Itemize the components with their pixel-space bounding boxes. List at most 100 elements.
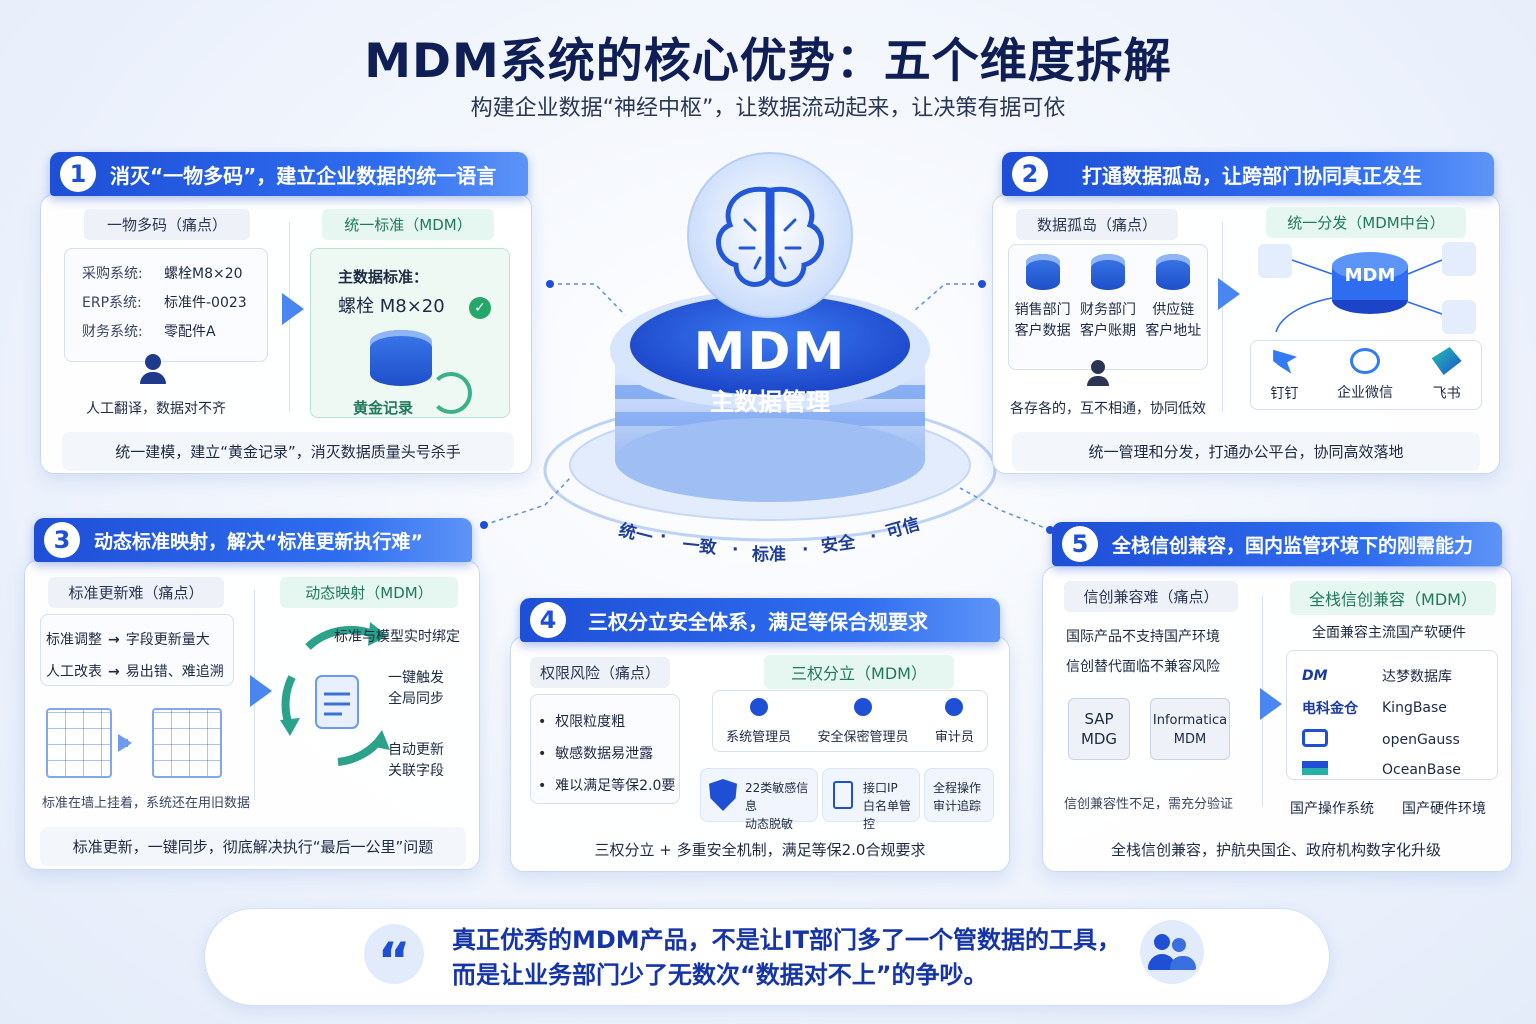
cycle-step-1: 标准与模型实时绑定 [334, 629, 460, 645]
system-row: 财务系统:零配件A [82, 324, 216, 340]
page-subtitle: 构建企业数据“神经中枢”，让数据流动起来，让决策有据可依 [470, 96, 1066, 121]
table-icon [152, 708, 222, 778]
feishu-app[interactable]: 飞书 [1431, 347, 1462, 403]
security-officer-icon [853, 697, 872, 716]
dingtalk-app[interactable]: 钉钉 [1270, 347, 1298, 403]
card-3-pain-box [40, 614, 234, 686]
card-4-footer: 三权分立 + 多重安全机制，满足等保2.0合规要求 [594, 841, 926, 859]
legacy-note: 信创兼容性不足，需充分验证 [1064, 797, 1234, 812]
card-3-number: 3 [44, 522, 80, 558]
silo-database: 财务部门客户账期 [1076, 254, 1140, 342]
quote-line-2: 而是让业务部门少了无数次“数据对不上”的争吵。 [452, 961, 988, 989]
mdm-subtitle: 主数据管理 [710, 388, 830, 416]
card-1-mdm-label: 统一标准（MDM） [322, 209, 494, 240]
card-4-header: 4 三权分立安全体系，满足等保合规要求 [520, 598, 1000, 642]
card-1-systems-box [64, 248, 268, 362]
hw-tag: 国产硬件环境 [1402, 801, 1486, 817]
document-icon [833, 781, 853, 809]
silo-database: 供应链客户地址 [1141, 254, 1205, 342]
card-1-title: 消灭“一物多码”，建立企业数据的统一语言 [110, 163, 497, 188]
mdm-hub-label: MDM [1344, 265, 1396, 286]
database-icon [1156, 254, 1191, 290]
oceanbase-logo [1302, 761, 1382, 779]
monitor-icon [1442, 242, 1476, 276]
card-3-title: 动态标准映射，解决“标准更新执行难” [94, 530, 423, 553]
shield-check-icon [709, 779, 737, 811]
wecom-app[interactable]: 企业微信 [1337, 348, 1393, 402]
ring-dot: · [732, 540, 738, 560]
center-mdm-hub: 统一 · 一致 · 标准 · 安全 · 可信 MDM 主数据管理 [540, 150, 1000, 580]
ring-dot: · [870, 527, 876, 547]
feature-desensitize: 22类敏感信息动态脱敏 [700, 768, 818, 831]
opengauss-logo [1302, 729, 1382, 751]
quote-line-1: 真正优秀的MDM产品，不是让IT部门多了一个管数据的工具， [452, 926, 1121, 954]
monitor-icon [1442, 300, 1476, 334]
system-row: 采购系统:螺栓M8×20 [82, 266, 243, 282]
quote-icon: “ [364, 924, 424, 990]
card-1-person-note: 人工翻译，数据对不齐 [86, 401, 226, 417]
vendor-list [1286, 650, 1498, 780]
cycle-step-2: 一键触发 全局同步 [388, 670, 444, 707]
card-5-title: 全栈信创兼容，国内监管环境下的刚需能力 [1112, 534, 1474, 557]
sync-arrows-icon [430, 372, 472, 414]
standard-value: 螺栓 M8×20 [338, 296, 445, 317]
card-4-number: 4 [530, 602, 566, 638]
risk-item: • 难以满足等保2.0要 [538, 778, 676, 794]
card-4-risk-box [530, 694, 680, 804]
card-1-pain-label: 一物多码（痛点） [84, 209, 250, 240]
card-2-header: 2 打通数据孤岛，让跨部门协同真正发生 [1002, 152, 1494, 196]
confused-person-icon [140, 354, 166, 386]
database-icon [1090, 254, 1125, 290]
ring-word: 安全 [820, 531, 858, 557]
card-5-footer: 全栈信创兼容，护航央国企、政府机构数字化升级 [1110, 841, 1441, 859]
ring-dot: · [660, 527, 666, 547]
card-4-title: 三权分立安全体系，满足等保合规要求 [588, 609, 928, 634]
risk-item: • 权限粒度粗 [538, 714, 626, 730]
database-icon [370, 330, 432, 386]
feature-audit-trail: 全程操作审计追踪 [924, 768, 994, 822]
role-security-admin: 安全保密管理员 [817, 697, 909, 745]
card-5-header: 5 全栈信创兼容，国内监管环境下的刚需能力 [1052, 522, 1502, 566]
mobile-icon [1258, 244, 1292, 278]
cycle-step-3: 自动更新 关联字段 [388, 742, 444, 779]
golden-record-label: 黄金记录 [353, 399, 414, 417]
table-icon [46, 708, 112, 778]
arrow-right-icon [1260, 688, 1282, 720]
ring-word: 标准 [752, 544, 786, 565]
card-3-mdm-label: 动态映射（MDM） [280, 577, 458, 608]
dingtalk-icon [1273, 349, 1297, 374]
mdm-distribution-graphic [1258, 242, 1476, 334]
pain-row: 人工改表→易出错、难追溯 [46, 664, 224, 680]
card-3-header: 3 动态标准映射，解决“标准更新执行难” [34, 518, 472, 562]
sync-cycle-icon [280, 622, 390, 766]
vendor-row: openGauss [1302, 724, 1492, 756]
card-2-mdm-label: 统一分发（MDM中台） [1266, 207, 1466, 238]
silo-database: 销售部门客户数据 [1011, 254, 1075, 342]
card-2-silo-note: 各存各的，互不相通，协同低效 [1010, 401, 1206, 417]
card-2-footer: 统一管理和分发，打通办公平台，协同高效落地 [1012, 432, 1480, 471]
card-4-mdm-label: 三权分立（MDM） [764, 655, 954, 689]
mdm-platform-graphic: 统一 · 一致 · 标准 · 安全 · 可信 [543, 152, 997, 565]
role-auditor: 审计员 [935, 697, 974, 745]
mdm-logo-text: MDM [693, 322, 847, 382]
vendor-row: OceanBase [1302, 756, 1492, 784]
check-icon: ✓ [469, 297, 491, 319]
system-row: ERP系统:标准件-0023 [82, 295, 247, 311]
card-2-number: 2 [1012, 156, 1048, 192]
auditor-icon [945, 697, 964, 716]
card-3-footer: 标准更新，一键同步，彻底解决执行“最后一公里”问题 [40, 827, 466, 866]
card-4-pain-label: 权限风险（痛点） [530, 657, 670, 688]
role-sysadmin: 系统管理员 [726, 697, 791, 745]
arrow-right-icon [282, 293, 304, 325]
arrow-right-icon [250, 675, 272, 707]
card-5-number: 5 [1062, 526, 1098, 562]
card-5-mdm-label: 全栈信创兼容（MDM） [1290, 581, 1496, 615]
roles-box: 系统管理员 安全保密管理员 审计员 [712, 690, 988, 752]
kingbase-logo: 电科金仓 [1302, 701, 1358, 717]
page-title: MDM系统的核心优势：五个维度拆解 [364, 34, 1172, 89]
users-icon [1140, 920, 1204, 984]
